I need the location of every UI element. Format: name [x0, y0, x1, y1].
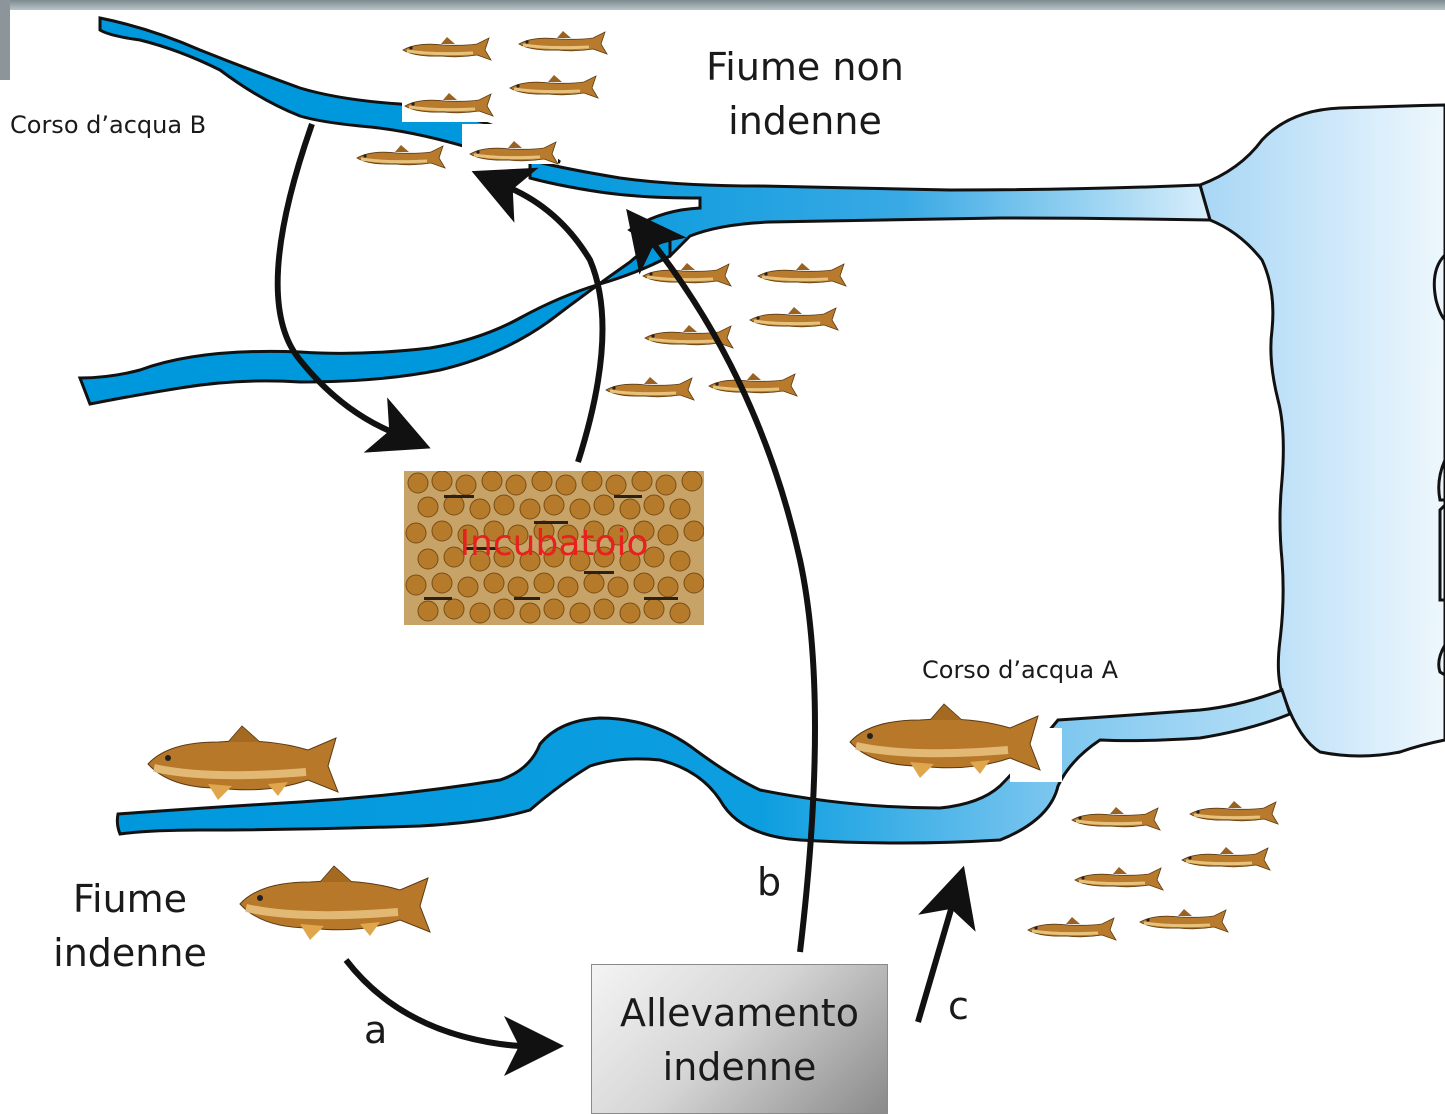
fish-large	[240, 866, 430, 940]
allevamento-indenne-box: Allevamento indenne	[591, 964, 888, 1114]
fish-small	[1182, 847, 1270, 870]
fiume-non-indenne-label: Fiume non indenne	[680, 40, 930, 148]
fish-small	[1140, 909, 1228, 932]
fish-small	[510, 75, 598, 98]
left-edge-strip	[0, 0, 10, 80]
incubatoio-image: Incubatoio	[404, 471, 704, 625]
fish-large	[148, 726, 338, 800]
arrow-b-to-incubatoio	[278, 124, 392, 432]
river-top-lower-branch	[80, 240, 670, 404]
arrow-c-label: c	[948, 984, 969, 1028]
corso-acqua-b-label: Corso d’acqua B	[10, 111, 206, 139]
river-top-main	[530, 160, 1210, 256]
fish-small	[643, 263, 731, 286]
fiume-indenne-label: Fiume indenne	[30, 872, 230, 980]
fiume-indenne-line2: indenne	[30, 926, 230, 980]
arrow-b-label: b	[757, 860, 781, 904]
fish-small	[606, 377, 694, 400]
fish-small	[1072, 807, 1160, 830]
corso-acqua-a-label: Corso d’acqua A	[922, 656, 1118, 684]
fish-small	[357, 145, 445, 168]
allevamento-label-line2: indenne	[592, 1040, 887, 1094]
fish-small	[758, 263, 846, 286]
incubatoio-label: Incubatoio	[404, 471, 704, 625]
fish-small	[1028, 917, 1116, 940]
fiume-non-indenne-line2: indenne	[680, 94, 930, 148]
sky-strip	[0, 0, 1445, 10]
fish-small	[403, 37, 491, 60]
fish-small	[750, 307, 838, 330]
fish-small	[519, 31, 607, 54]
fish-small	[709, 373, 797, 396]
fiume-indenne-line1: Fiume	[30, 872, 230, 926]
lake-shape	[1200, 105, 1445, 756]
arrow-a-label: a	[364, 1008, 387, 1052]
allevamento-label-line1: Allevamento	[592, 986, 887, 1040]
fish-small	[1190, 801, 1278, 824]
arrow-c-farm-to-river	[918, 906, 952, 1022]
fiume-non-indenne-line1: Fiume non	[680, 40, 930, 94]
fish-small	[1075, 867, 1163, 890]
